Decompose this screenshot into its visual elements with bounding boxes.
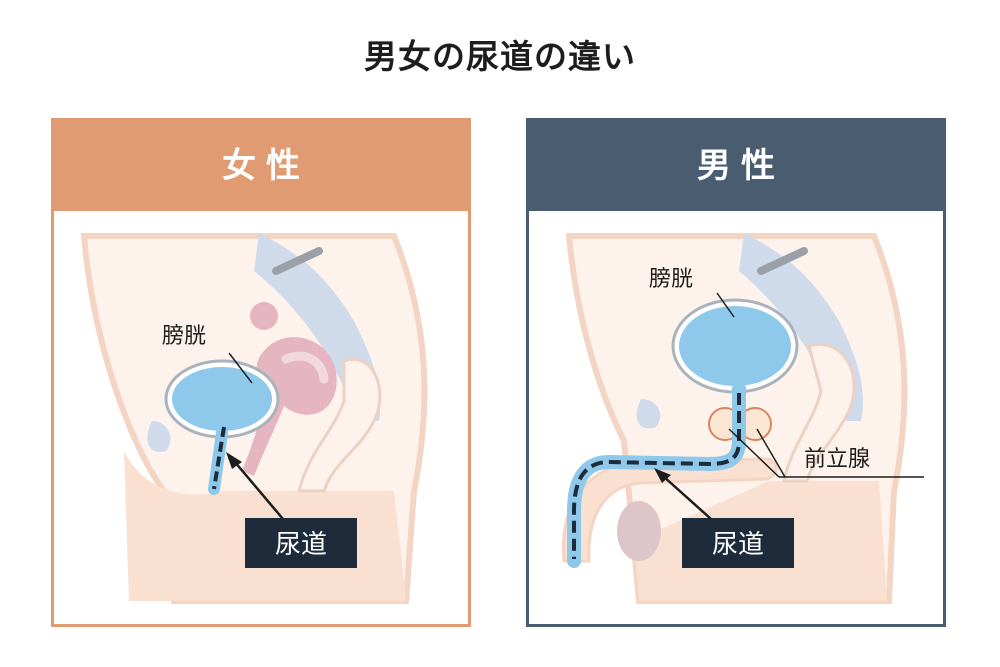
- female-uterus-highlight: [281, 351, 329, 384]
- male-header: 男性: [529, 121, 943, 211]
- male-panel: 男性 膀胱 前立腺 尿道: [526, 118, 946, 627]
- female-urethra-arrow: [233, 460, 284, 520]
- female-arrow-head: [226, 452, 242, 469]
- male-arrow-head: [654, 468, 671, 483]
- male-urethra-label: 尿道: [712, 530, 764, 560]
- female-panel: 女性 膀胱 尿道: [51, 118, 471, 627]
- female-bladder-label: 膀胱: [162, 324, 206, 349]
- female-urethra-label: 尿道: [275, 530, 327, 560]
- male-prostate-leader-1: [728, 428, 780, 478]
- female-spine-band: [272, 247, 323, 275]
- male-testis: [617, 501, 661, 561]
- male-rectum: [782, 342, 856, 483]
- female-rectum: [297, 357, 382, 493]
- male-anatomy-diagram: 膀胱 前立腺 尿道: [561, 233, 924, 604]
- female-ovary: [250, 302, 278, 330]
- male-prostate-leader-2: [756, 428, 786, 478]
- female-bladder: [172, 367, 272, 431]
- female-header: 女性: [54, 121, 468, 211]
- female-uterus: [242, 337, 337, 476]
- male-bladder-label: 膀胱: [649, 267, 693, 292]
- male-urethra-label-box: [682, 518, 794, 568]
- male-spine-band: [757, 247, 808, 275]
- female-bladder-leader: [228, 352, 253, 384]
- male-urethra-arrow: [662, 475, 712, 520]
- male-urethra-line: [572, 393, 741, 559]
- female-urethra-line: [212, 426, 226, 490]
- male-pubic-bone: [636, 399, 661, 429]
- male-bladder-leader: [716, 292, 735, 318]
- female-urethra-label-box: [245, 518, 357, 568]
- page-title: 男女の尿道の違い: [364, 37, 636, 76]
- female-anatomy-diagram: 膀胱 尿道: [80, 233, 428, 604]
- female-pubic-bone: [147, 421, 171, 452]
- male-bladder: [679, 306, 791, 386]
- male-prostate-label: 前立腺: [804, 447, 870, 472]
